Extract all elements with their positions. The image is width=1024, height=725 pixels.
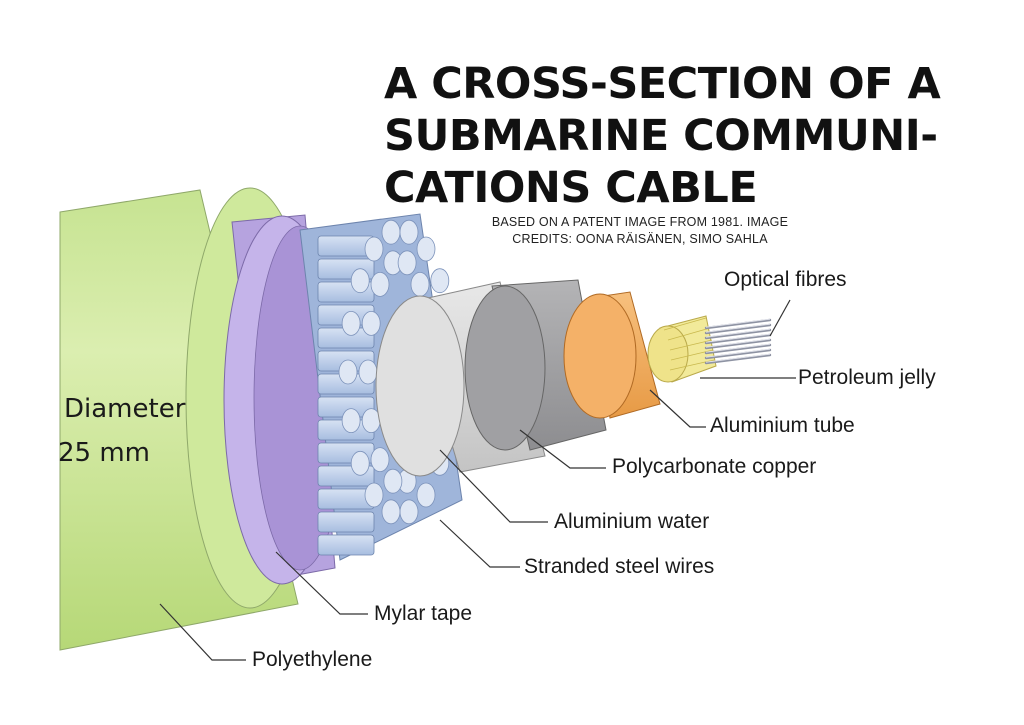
steel-wire-end	[364, 482, 384, 508]
label-polyethylene: Polyethylene	[252, 648, 373, 671]
label-aluminium-water: Aluminium water	[554, 510, 710, 533]
label-optical-fibres: Optical fibres	[724, 268, 847, 291]
steel-wire-end	[397, 250, 417, 276]
steel-wire-end	[416, 482, 436, 508]
steel-wire-end	[358, 359, 378, 385]
title-line-1: A CROSS-SECTION OF A	[384, 59, 941, 109]
steel-wire-end	[410, 271, 430, 297]
steel-wire	[317, 534, 375, 556]
credits-line-2: CREDITS: OONA RÄISÄNEN, SIMO SAHLA	[512, 232, 768, 246]
leader-polyethylene	[159, 603, 246, 661]
leader-aluminium-tube	[649, 389, 706, 428]
steel-wire-end	[399, 499, 419, 525]
optical-fibre	[704, 318, 772, 330]
steel-wire-end	[338, 359, 358, 385]
optical-fibre	[704, 323, 772, 335]
steel-wire-end	[430, 268, 450, 294]
steel-wire-end	[381, 499, 401, 525]
diameter-value: 25 mm	[58, 438, 151, 468]
steel-wire-end	[381, 219, 401, 245]
label-polycarbonate-copper: Polycarbonate copper	[612, 455, 817, 478]
steel-wire	[317, 511, 375, 533]
optical-fibres-layer	[704, 318, 772, 365]
leader-mylar-tape	[275, 551, 368, 615]
steel-wire-end	[361, 310, 381, 336]
optical-fibre	[704, 328, 772, 340]
leader-polycarbonate-copper	[519, 429, 606, 469]
leader-stranded-steel-wires	[439, 519, 520, 568]
petroleum-jelly-layer	[647, 315, 717, 383]
title-line-3: CATIONS CABLE	[384, 163, 758, 213]
optical-fibre	[704, 348, 772, 360]
optical-fibre	[704, 343, 772, 355]
credits-line-1: BASED ON A PATENT IMAGE FROM 1981. IMAGE	[491, 215, 789, 229]
title-line-2: SUBMARINE COMMUNI-	[384, 111, 938, 161]
diameter-label: Diameter	[64, 394, 186, 424]
label-mylar-tape: Mylar tape	[374, 602, 473, 625]
steel-wire-end	[341, 310, 361, 336]
label-aluminium-tube: Aluminium tube	[710, 414, 855, 437]
label-petroleum-jelly: Petroleum jelly	[798, 366, 936, 389]
steel-wire-end	[399, 219, 419, 245]
leader-aluminium-water	[439, 449, 548, 523]
steel-wire-end	[370, 447, 390, 473]
steel-wire-end	[370, 271, 390, 297]
label-stranded-steel-wires: Stranded steel wires	[524, 555, 715, 578]
steel-wire-end	[341, 408, 361, 434]
steel-wire-end	[350, 450, 370, 476]
steel-wire-end	[416, 236, 436, 262]
optical-fibre	[704, 333, 772, 345]
image-credits: BASED ON A PATENT IMAGE FROM 1981. IMAGE…	[420, 214, 860, 248]
leader-optical-fibres	[769, 299, 791, 337]
optical-fibre	[704, 338, 772, 350]
page-title: A CROSS-SECTION OF A SUBMARINE COMMUNI- …	[384, 58, 944, 214]
aluminium-tube-layer	[563, 291, 661, 419]
steel-wire-end	[364, 236, 384, 262]
steel-wire-end	[350, 268, 370, 294]
steel-wire-end	[383, 468, 403, 494]
optical-fibre	[704, 353, 772, 365]
